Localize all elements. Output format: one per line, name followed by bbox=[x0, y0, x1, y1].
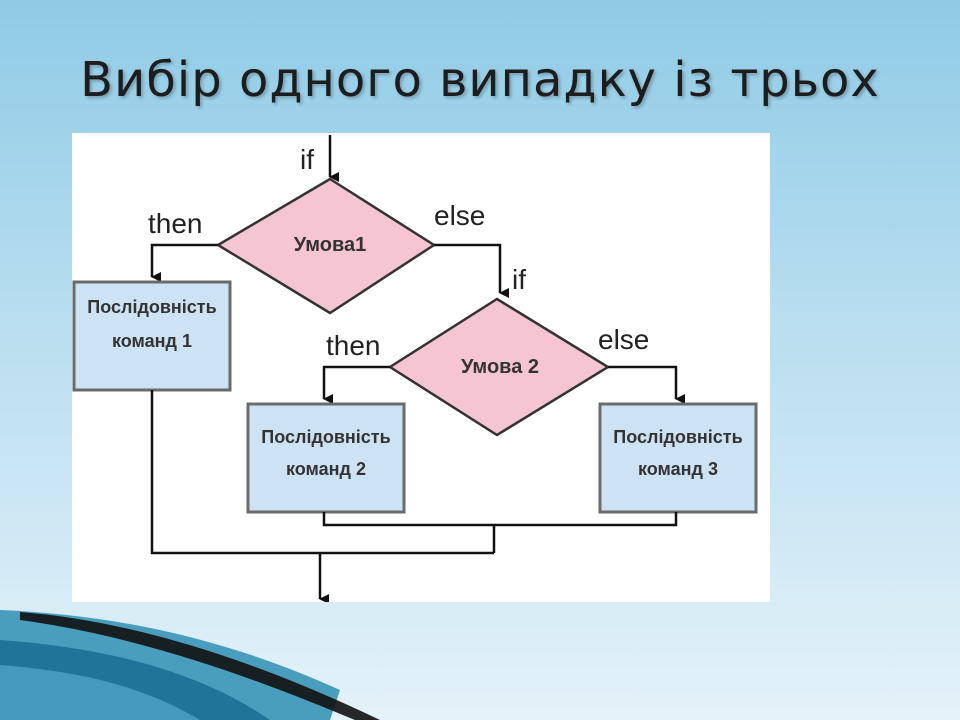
condition-1-diamond bbox=[215, 177, 437, 315]
command-sequence-2-box bbox=[246, 402, 406, 514]
box-3-line-2: команд 3 bbox=[638, 459, 718, 479]
command-sequence-3-box bbox=[598, 402, 758, 514]
else-2-connector bbox=[608, 365, 685, 404]
flowchart-panel: if Умова1 then else if Послідовність ком… bbox=[72, 133, 770, 602]
box-2-line-1: Послідовність bbox=[261, 427, 390, 447]
box-1-line-2: команд 1 bbox=[112, 331, 192, 351]
box-3-line-1: Послідовність bbox=[613, 427, 742, 447]
box-2-line-2: команд 2 bbox=[286, 459, 366, 479]
if-label-1: if bbox=[300, 144, 314, 175]
then-2-connector bbox=[322, 365, 390, 404]
slide-title: Вибір одного випадку із трьох bbox=[80, 52, 880, 108]
condition-1-label: Умова1 bbox=[294, 234, 366, 256]
then-label-1: then bbox=[148, 208, 203, 239]
then-label-2: then bbox=[326, 330, 381, 361]
merge-connector-2-3 bbox=[322, 512, 678, 527]
merge-connector-1 bbox=[150, 390, 494, 555]
box-1-line-1: Послідовність bbox=[87, 297, 216, 317]
then-1-connector bbox=[150, 243, 218, 282]
else-1-connector bbox=[434, 243, 509, 298]
flowchart: if Умова1 then else if Послідовність ком… bbox=[72, 135, 758, 602]
else-label-2: else bbox=[598, 324, 649, 355]
condition-2-label: Умова 2 bbox=[461, 356, 539, 378]
condition-2-diamond bbox=[387, 297, 611, 437]
if-label-2: if bbox=[512, 264, 526, 295]
else-label-1: else bbox=[434, 200, 485, 231]
